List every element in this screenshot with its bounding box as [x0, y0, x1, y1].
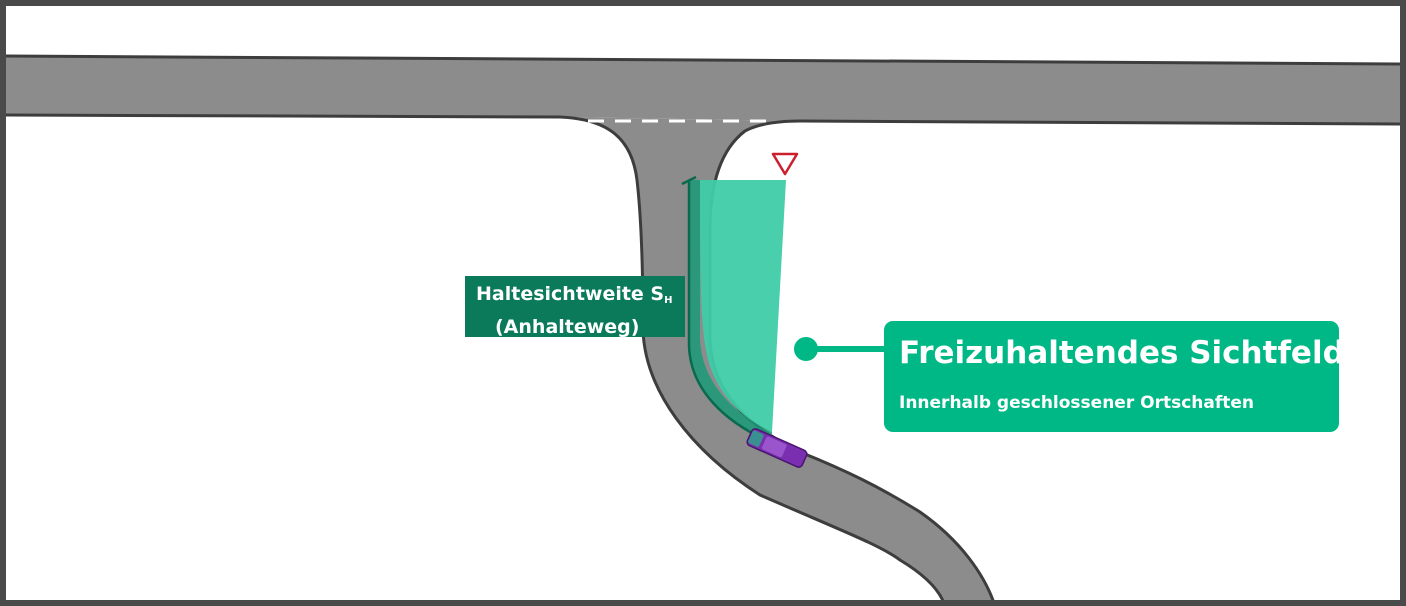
side-road-surface [560, 117, 993, 600]
stopping-distance-line2: (Anhalteweg) [495, 316, 640, 338]
visibility-callout: Freizuhaltendes Sichtfeld Innerhalb gesc… [884, 321, 1345, 432]
stopping-distance-band [689, 180, 772, 444]
stopping-distance-label: Haltesichtweite SH (Anhalteweg) [465, 276, 685, 338]
callout-title: Freizuhaltendes Sichtfeld [899, 335, 1345, 371]
stopping-distance-subscript: H [664, 295, 673, 306]
car-icon [746, 428, 808, 468]
sight-field [689, 180, 786, 432]
stopping-distance-text: Haltesichtweite SH [476, 283, 673, 306]
callout-pointer-dot [794, 337, 818, 361]
road-edge-top [6, 54, 1400, 66]
main-road-surface [6, 56, 1400, 124]
stopping-distance-tick [681, 175, 697, 186]
road-edge-left [6, 113, 945, 600]
yield-sign-icon [771, 152, 799, 176]
callout-subtitle: Innerhalb geschlossener Ortschaften [899, 393, 1255, 413]
